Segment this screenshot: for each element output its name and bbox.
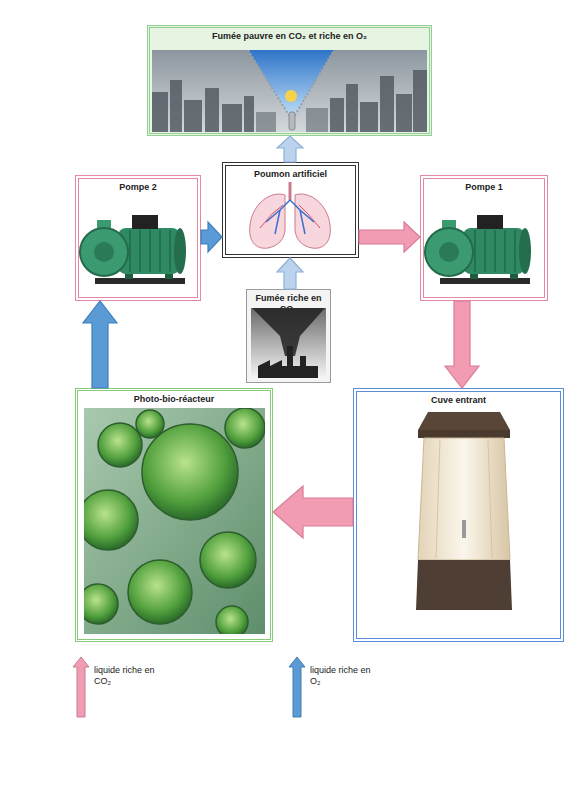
node-title: Cuve entrant (357, 392, 560, 406)
legend-arrow (73, 657, 89, 717)
flow-arrow (201, 222, 222, 252)
pump-box: Pompe 2 (75, 175, 201, 301)
legend-entry: liquide riche en CO₂ (72, 655, 192, 725)
tank-box: Cuve entrant (353, 388, 564, 642)
flow-arrow (273, 486, 353, 538)
node-title: Fumée pauvre en CO₂ et riche en O₂ (150, 28, 429, 42)
lung-box: Poumon artificiel (222, 162, 359, 258)
reactor-box: Photo-bio-réacteur (75, 388, 273, 642)
flow-arrow (359, 222, 420, 252)
flow-arrow (277, 258, 303, 289)
legend-label: liquide riche en O₂ (310, 665, 372, 687)
node-title: Fumée riche en CO₂ (247, 290, 330, 315)
pump-illustration (425, 215, 531, 284)
legend-label: liquide riche en CO₂ (94, 665, 156, 687)
flow-arrow (277, 136, 303, 162)
input-box: Fumée riche en CO₂ (246, 289, 331, 383)
legend-arrow-swatch (72, 655, 90, 719)
legend-entry: liquide riche en O₂ (288, 655, 408, 725)
node-title: Pompe 1 (424, 179, 544, 193)
legend-arrow-swatch (288, 655, 306, 719)
algae-cells-image (84, 408, 265, 634)
node-title: Pompe 2 (79, 179, 197, 193)
lungs-illustration (250, 182, 331, 248)
flow-arrow (83, 301, 117, 388)
pump-box: Pompe 1 (420, 175, 548, 301)
factory-smoke-image (251, 308, 326, 378)
node-title: Poumon artificiel (226, 166, 355, 180)
output-box: Fumée pauvre en CO₂ et riche en O₂ (147, 25, 432, 136)
flow-arrow (445, 301, 479, 388)
city-smog-image (152, 50, 427, 132)
node-title: Photo-bio-réacteur (78, 391, 270, 405)
pump-illustration (80, 215, 186, 284)
tank-illustration (416, 412, 512, 610)
legend-arrow (289, 657, 305, 717)
